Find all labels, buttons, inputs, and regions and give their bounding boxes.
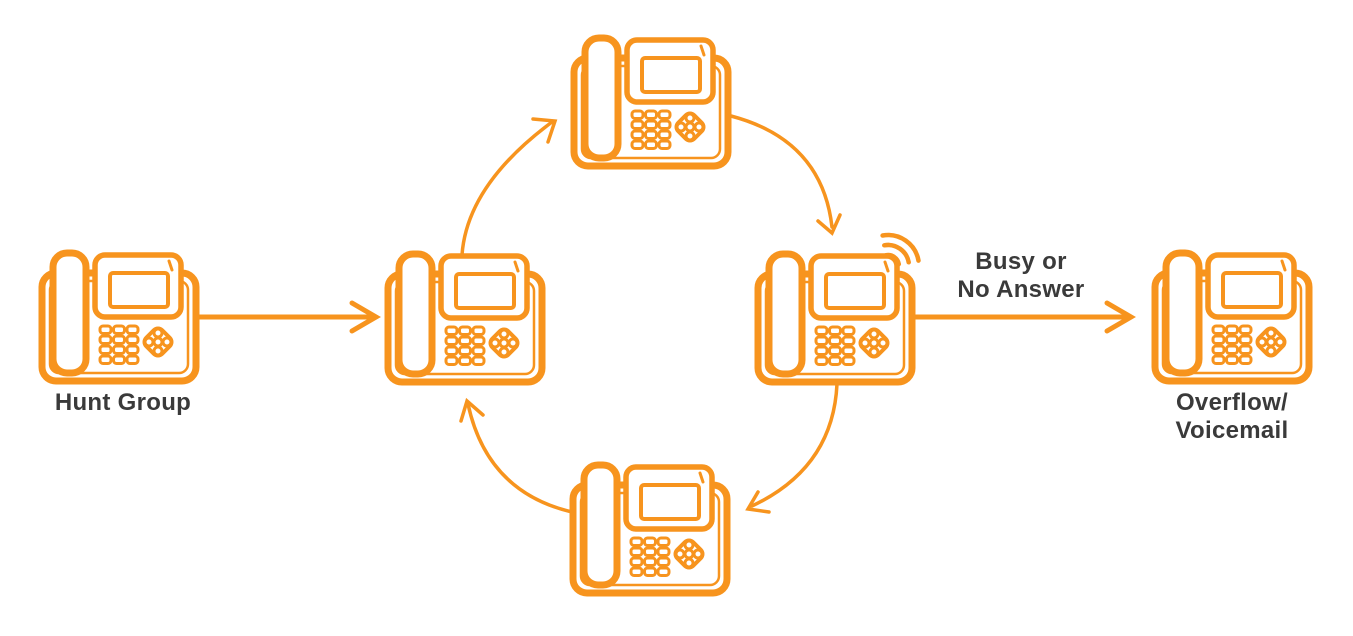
arrowhead-icon — [1104, 300, 1136, 334]
member-bottom-phone-icon — [566, 452, 734, 602]
arrowhead-icon — [531, 117, 558, 144]
hunt-group-label: Hunt Group — [54, 389, 192, 416]
overflow-voicemail-label: Overflow/ Voicemail — [1175, 389, 1289, 444]
arrowhead-icon — [745, 490, 771, 514]
arrow-hunt-to-left — [195, 300, 381, 334]
arrow-right-to-bottom — [745, 382, 839, 514]
arrowhead-icon — [459, 397, 485, 423]
hunt-group-phone-icon — [35, 240, 203, 390]
member-left-phone-icon — [381, 241, 549, 391]
arrow-busy-to-overflow — [910, 300, 1136, 334]
arrowhead-icon — [816, 213, 842, 236]
arrowhead-icon — [349, 300, 381, 334]
overflow-phone-icon — [1148, 240, 1316, 390]
arrow-left-to-top — [460, 117, 558, 257]
member-top-phone-icon — [567, 25, 735, 175]
arrow-top-to-right — [729, 114, 842, 236]
busy-no-answer-label: Busy or No Answer — [957, 248, 1085, 303]
member-right-phone-icon — [751, 241, 919, 391]
arrow-bottom-to-left — [459, 397, 574, 514]
